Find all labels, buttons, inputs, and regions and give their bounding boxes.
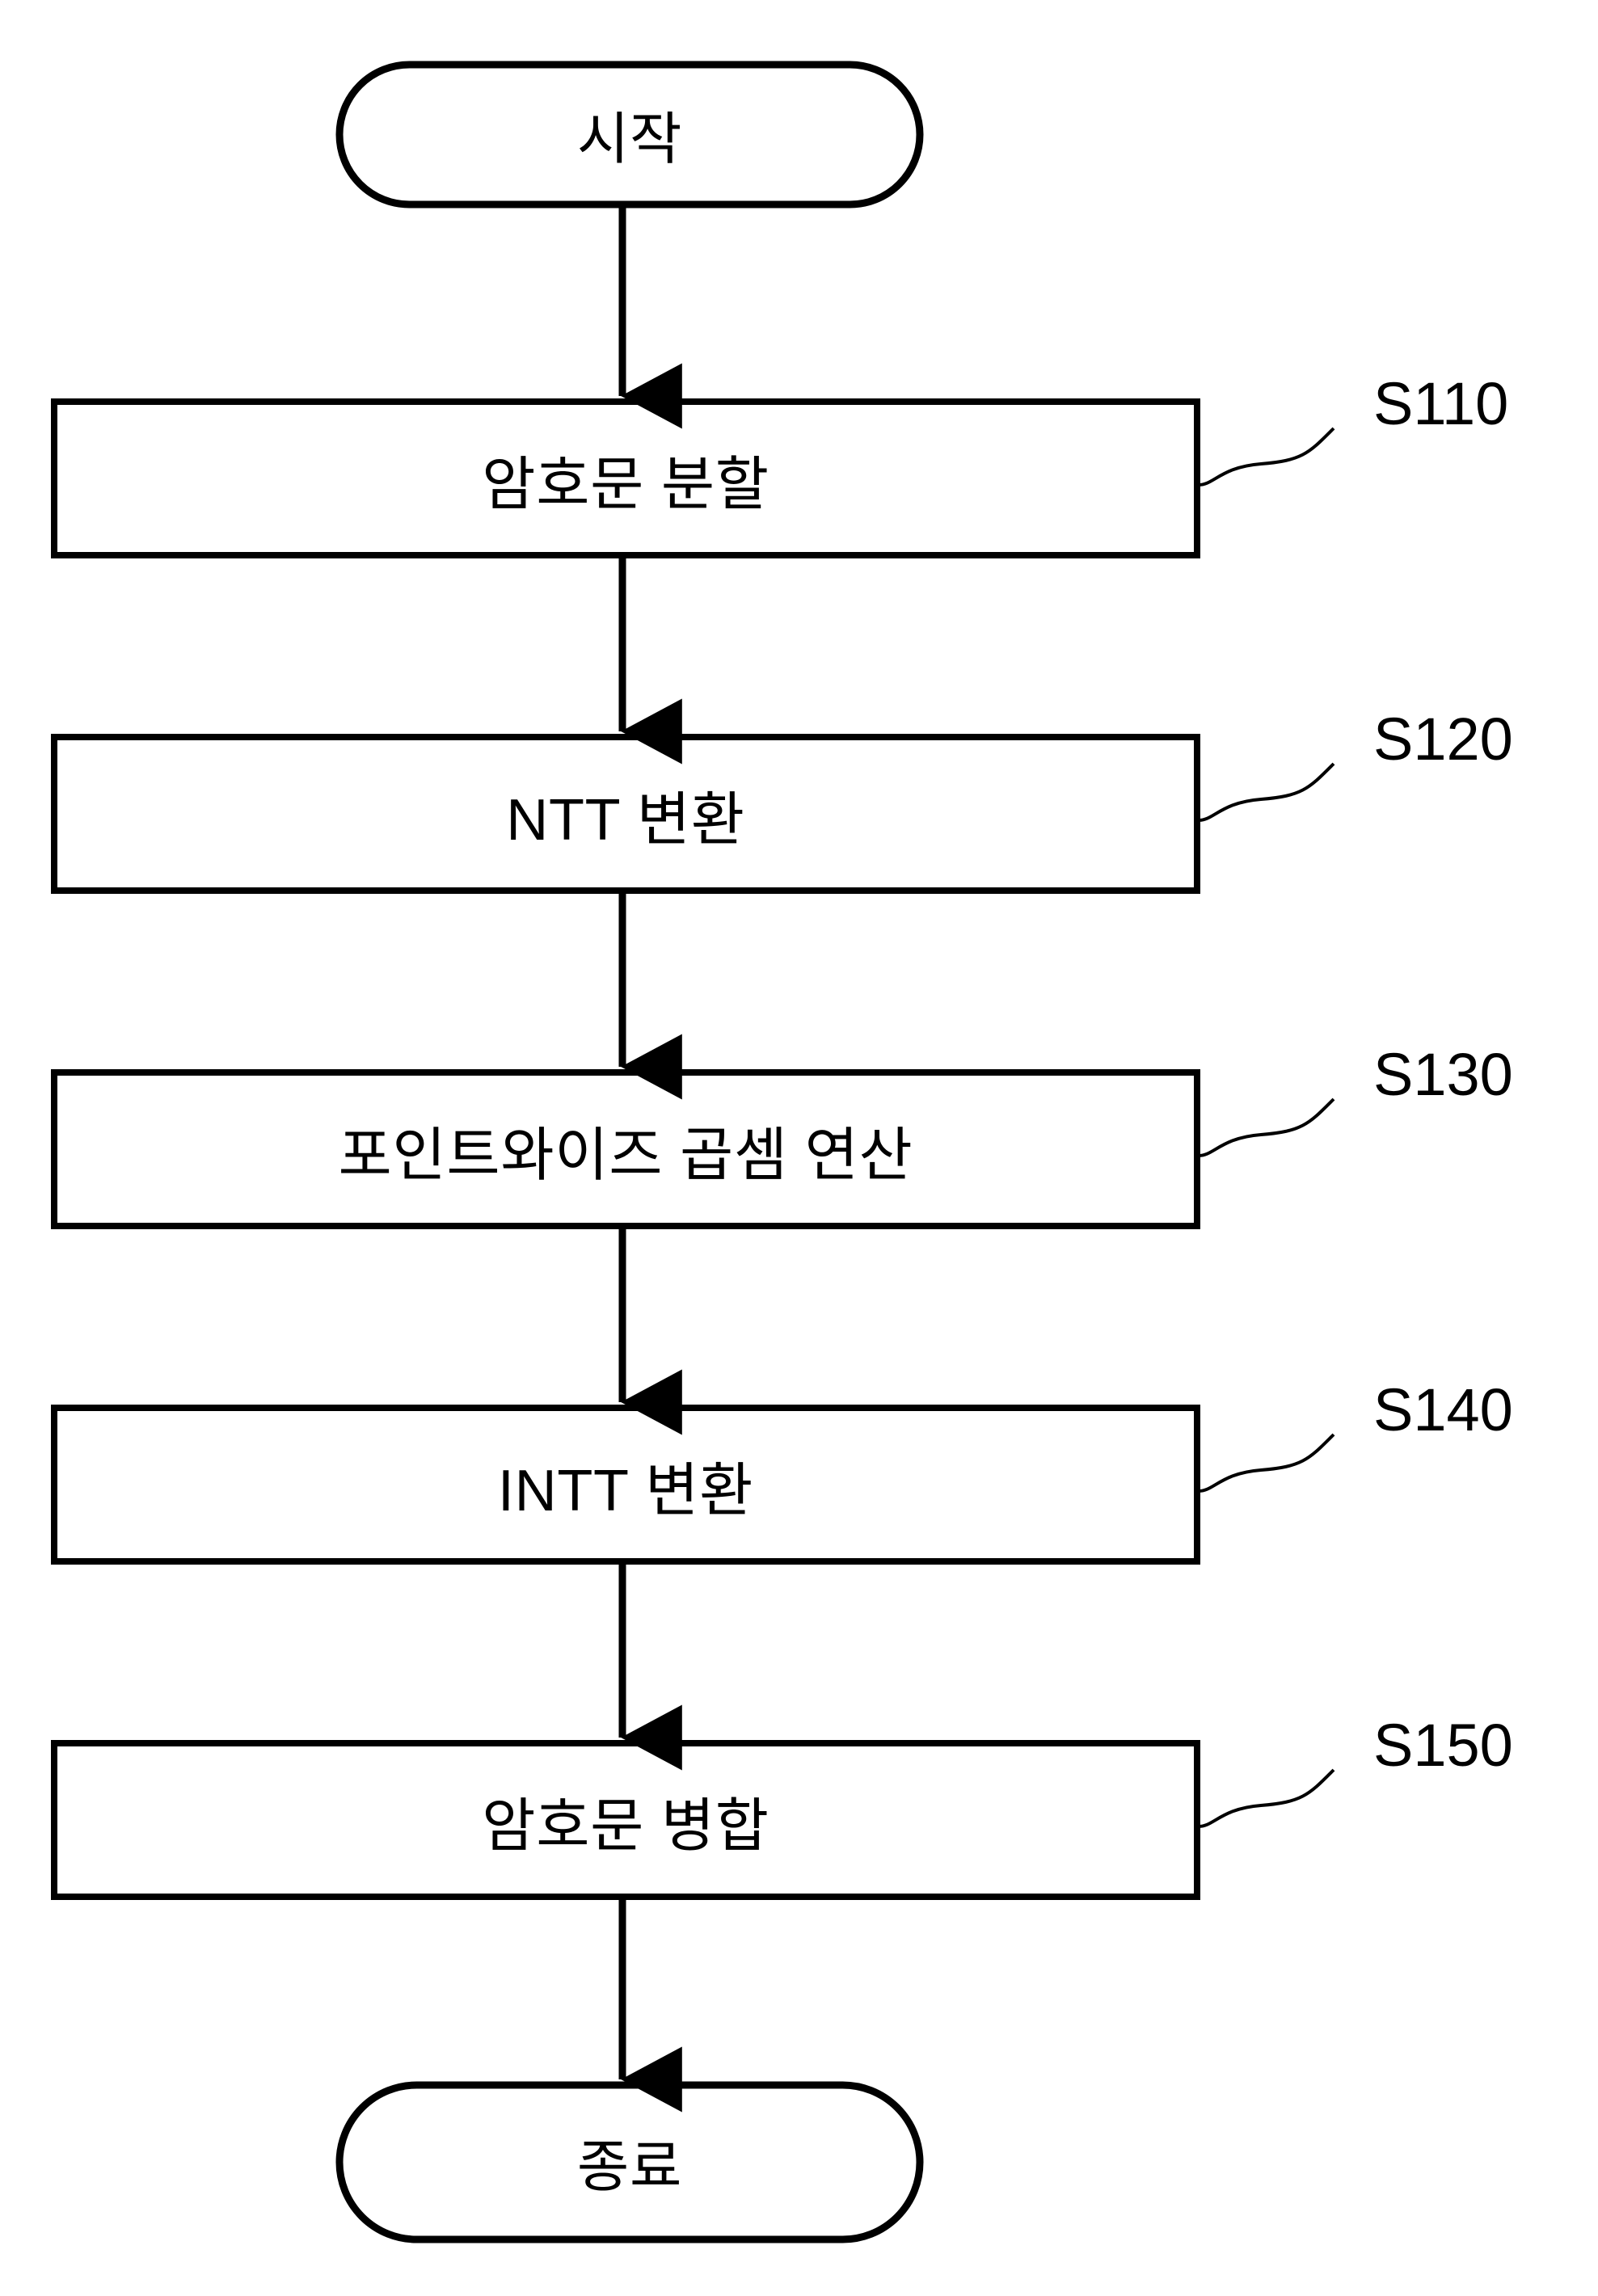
process-label-s130: 포인트와이즈 곱셈 연산 — [338, 1123, 913, 1188]
process-label-s120: NTT 변환 — [506, 787, 745, 853]
start-node-label: 시작 — [576, 107, 683, 171]
step-ref-s150: S150 — [1373, 1712, 1513, 1779]
start-node-shape — [335, 61, 924, 209]
end-node-label: 종료 — [576, 2135, 683, 2198]
step-ref-s120: S120 — [1373, 706, 1513, 773]
step-ref-s130: S130 — [1373, 1041, 1513, 1108]
process-label-s110: 암호문 분할 — [482, 452, 769, 517]
process-box-s140 — [51, 1405, 1200, 1565]
leader-line-s120 — [1198, 762, 1335, 822]
leader-line-s130 — [1198, 1097, 1335, 1157]
leader-line-s110 — [1198, 427, 1335, 487]
step-ref-s140: S140 — [1373, 1376, 1513, 1443]
leader-line-s140 — [1198, 1433, 1335, 1493]
leader-line-s150 — [1198, 1768, 1335, 1828]
step-ref-s110: S110 — [1373, 370, 1509, 437]
process-label-s140: INTT 변환 — [497, 1458, 754, 1523]
process-label-s150: 암호문 병합 — [482, 1793, 769, 1859]
